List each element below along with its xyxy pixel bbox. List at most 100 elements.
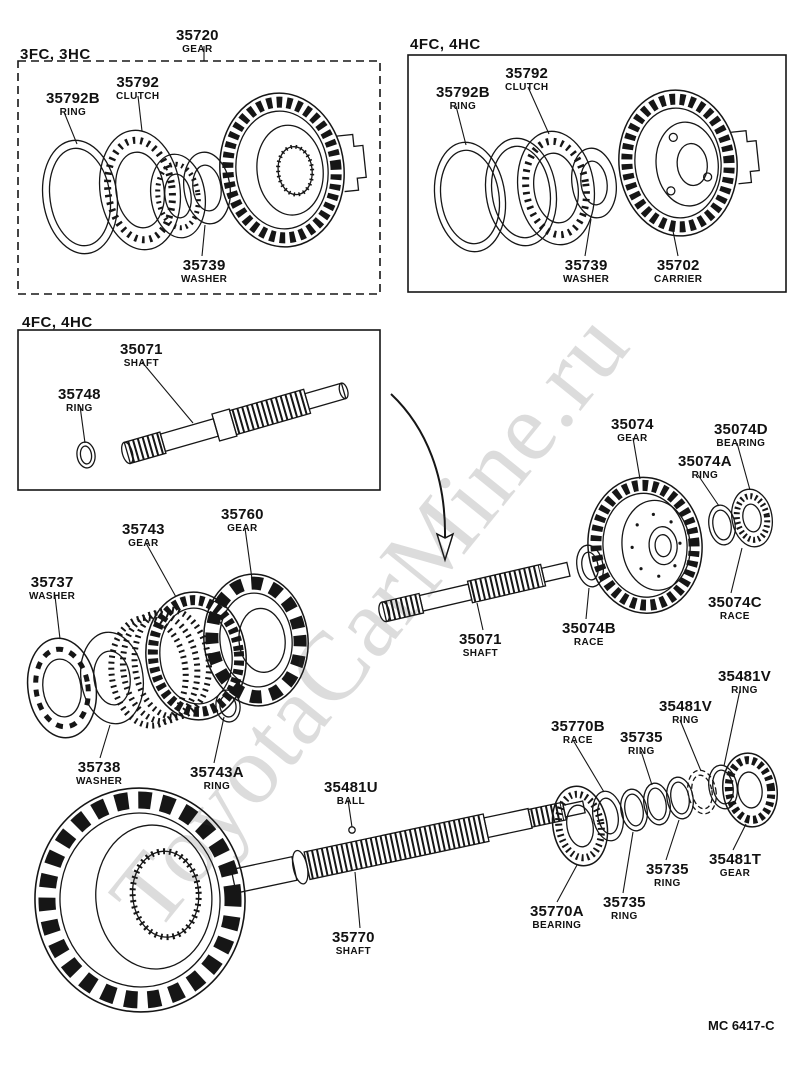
part-caption: GEAR [719, 867, 751, 879]
box-4fc-4hc-top [407, 54, 787, 293]
ring-35735-1 [620, 788, 648, 832]
part-number: 35738 [77, 759, 121, 776]
clutch-plate-stack [108, 606, 212, 729]
part-label-35481v-ring-2: 35481V RING [659, 699, 712, 726]
part-caption: WASHER [563, 273, 610, 285]
part-label-35735-ring-3: 35735 RING [603, 895, 646, 922]
part-number: 35074C [708, 594, 762, 611]
part-label-35074a-ring: 35074A RING [678, 454, 732, 481]
ring-35748 [76, 441, 96, 469]
snap-ring-35792b-4fc [433, 141, 507, 253]
gear-35074 [587, 476, 703, 614]
part-number: 35739 [564, 257, 608, 274]
part-number: 35760 [221, 506, 264, 523]
part-caption: GEAR [227, 522, 258, 534]
part-caption: RING [611, 910, 638, 922]
part-label-35739-washer-4fc: 35739 WASHER [563, 258, 609, 285]
part-label-35743a-ring: 35743A RING [190, 765, 244, 792]
part-caption: RING [672, 714, 699, 726]
part-number: 35735 [603, 894, 646, 911]
part-label-35735-ring-1: 35735 RING [620, 730, 663, 757]
wave-ring-35481v [687, 769, 717, 815]
part-label-35720-gear: 35720 GEAR [176, 28, 219, 55]
part-number: 35770A [530, 903, 584, 920]
part-number: 35792 [505, 65, 549, 82]
ring-35735-2 [643, 782, 671, 826]
part-caption: RING [449, 100, 477, 112]
part-number: 35481V [718, 668, 771, 685]
doc-code: MC 6417-C [708, 1018, 775, 1033]
bearing-cone-3fc [149, 153, 207, 239]
part-label-35481t-gear: 35481T GEAR [709, 852, 761, 879]
washer-35739-4fc [571, 147, 617, 219]
part-label-35792b-ring-3fc: 35792B RING [46, 91, 100, 118]
part-number: 35737 [30, 574, 74, 591]
section-label-4fc-4hc-mid: 4FC, 4HC [22, 314, 93, 331]
part-number: 35739 [182, 257, 226, 274]
part-label-35770b-race: 35770B RACE [551, 719, 605, 746]
ring-plain-4fc [484, 137, 558, 247]
washer-35738 [79, 631, 145, 725]
part-label-35739-washer-3fc: 35739 WASHER [181, 258, 227, 285]
snap-ring-35792b-3fc [41, 139, 119, 255]
box-4fc-4hc-mid [17, 329, 381, 491]
race-35074b [576, 544, 604, 588]
ball-35481u [348, 826, 356, 834]
part-label-35737-washer: 35737 WASHER [29, 575, 75, 602]
part-number: 35071 [120, 341, 163, 358]
part-label-35071-shaft: 35071 SHAFT [459, 632, 502, 659]
part-caption: WASHER [76, 775, 123, 787]
pointer-arrow [390, 393, 455, 563]
output-drum [34, 787, 246, 1013]
part-label-35074d-bearing: 35074D BEARING [714, 422, 768, 449]
part-caption: RING [59, 106, 87, 118]
part-caption: RING [654, 877, 681, 889]
part-label-35770a-bearing: 35770A BEARING [530, 904, 584, 931]
part-caption: CLUTCH [505, 81, 549, 93]
part-caption: RING [731, 684, 758, 696]
box-3fc-3hc [17, 60, 381, 295]
part-caption: RING [628, 745, 655, 757]
part-label-35770-shaft: 35770 SHAFT [332, 930, 375, 957]
part-label-35792-clutch-4fc: 35792 CLUTCH [505, 66, 549, 93]
clutch-35792-3fc [98, 129, 182, 251]
part-number: 35071 [459, 631, 502, 648]
part-label-35792-clutch-3fc: 35792 CLUTCH [116, 75, 160, 102]
part-caption: GEAR [617, 432, 648, 444]
part-caption: GEAR [182, 43, 213, 55]
section-label-4fc-4hc-top: 4FC, 4HC [410, 36, 481, 53]
part-number: 35702 [656, 257, 700, 274]
part-caption: RACE [562, 734, 593, 746]
bearing-35770a [551, 785, 609, 867]
part-number: 35792B [46, 90, 100, 107]
part-label-35792b-ring-4fc: 35792B RING [436, 85, 490, 112]
part-label-35074b-race: 35074B RACE [562, 621, 616, 648]
part-number: 35074A [678, 453, 732, 470]
part-number: 35074 [611, 416, 654, 433]
ring-35743a [215, 689, 241, 723]
washer-35737 [26, 637, 98, 739]
part-number: 35743 [122, 521, 165, 538]
part-number: 35074D [714, 421, 768, 438]
gear-35760 [203, 573, 309, 707]
part-label-35071-shaft-box: 35071 SHAFT [120, 342, 163, 369]
part-caption: BEARING [716, 437, 766, 449]
part-number: 35735 [620, 729, 663, 746]
part-number: 35481T [709, 851, 762, 868]
part-label-35748-ring: 35748 RING [58, 387, 101, 414]
section-label-3fc-3hc: 3FC, 3HC [20, 46, 91, 63]
part-number: 35074B [562, 620, 616, 637]
part-caption: WASHER [181, 273, 228, 285]
part-number: 35792B [436, 84, 490, 101]
part-number: 35481V [659, 698, 712, 715]
part-number: 35770B [551, 718, 605, 735]
part-label-35481v-ring-1: 35481V RING [718, 669, 771, 696]
leader-lines [54, 46, 751, 929]
part-number: 35743A [190, 764, 244, 781]
part-label-35738-washer: 35738 WASHER [76, 760, 122, 787]
part-caption: RING [691, 469, 719, 481]
part-label-35074-gear: 35074 GEAR [611, 417, 654, 444]
clutch-35792-4fc [516, 130, 596, 246]
bearing-35074d [731, 488, 773, 548]
